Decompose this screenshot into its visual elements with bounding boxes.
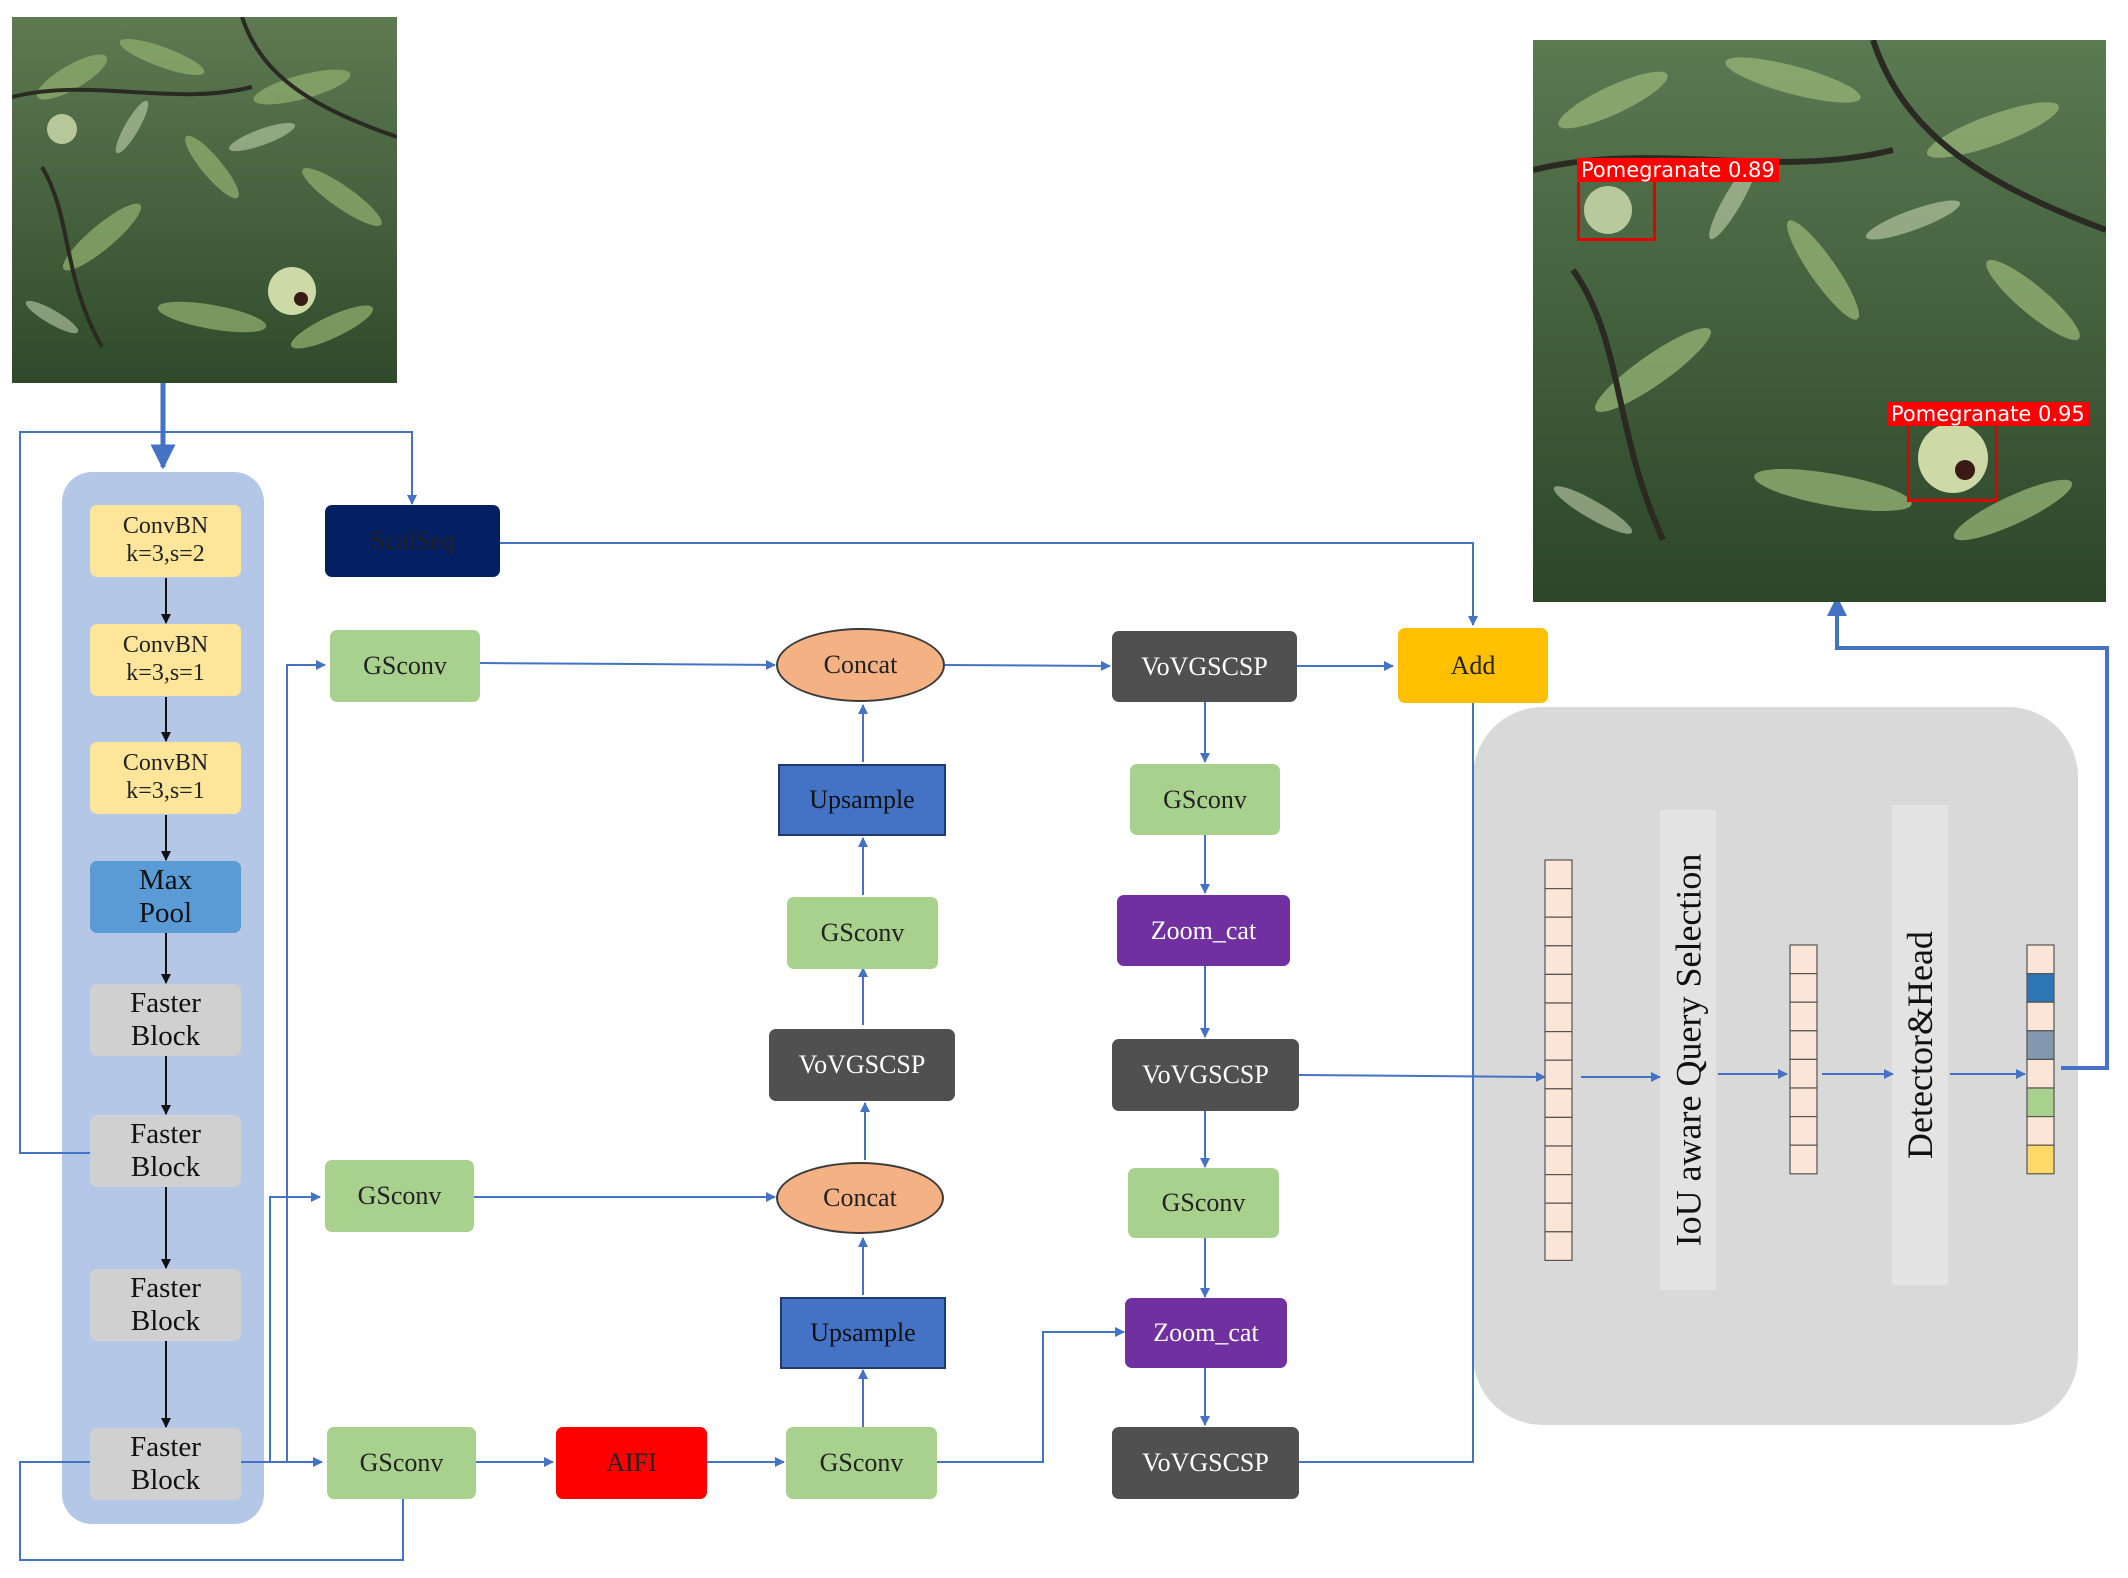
- vector-cell: [1544, 1231, 1573, 1262]
- faster-block-4: Faster Block: [90, 1428, 241, 1500]
- gsconv-mid: GSconv: [325, 1160, 474, 1232]
- vector-cell: [1544, 1202, 1573, 1233]
- vector-cell: [2026, 1001, 2055, 1032]
- gsconv-after-aifi: GSconv: [786, 1427, 937, 1499]
- upsample-top: Upsample: [778, 764, 946, 836]
- maxpool-block: Max Pool: [90, 861, 241, 933]
- gsconv-right-2: GSconv: [1128, 1168, 1279, 1238]
- gsconv-center: GSconv: [787, 897, 938, 969]
- add-down-line: [1299, 703, 1474, 1463]
- vector-cell: [2026, 944, 2055, 975]
- input-image: [12, 17, 397, 383]
- concat-top: Concat: [776, 628, 945, 702]
- faster-block-1: Faster Block: [90, 984, 241, 1056]
- gsconv-bottom: GSconv: [327, 1427, 476, 1499]
- vector-cell: [1544, 859, 1573, 890]
- detector-head-panel: [1892, 805, 1948, 1285]
- aifi-block: AIFI: [556, 1427, 707, 1499]
- zoomcat-bottom: Zoom_cat: [1125, 1298, 1287, 1368]
- gsconv-top: GSconv: [330, 630, 480, 702]
- vector-cell: [1544, 945, 1573, 975]
- scalseq-block: ScalSeq: [325, 505, 500, 577]
- vector-cell: [2026, 972, 2055, 1003]
- vector-cell: [1544, 1030, 1573, 1061]
- query-selection-label: IoU aware Query Selection: [1668, 853, 1708, 1247]
- vovgscsp-right-bottom: VoVGSCSP: [1112, 1427, 1299, 1499]
- vector-cell: [1789, 944, 1818, 975]
- detection-box-1: [1577, 178, 1656, 241]
- vector-cell: [1789, 1058, 1818, 1089]
- gsconv-right-1: GSconv: [1130, 764, 1280, 835]
- vector-cell: [2026, 1058, 2055, 1089]
- vovgscsp-right-top: VoVGSCSP: [1112, 631, 1297, 702]
- vovgscsp-center: VoVGSCSP: [769, 1029, 955, 1101]
- vector-cell: [1544, 1116, 1573, 1147]
- bottom-loop-line: [19, 1461, 404, 1561]
- detection-label-1: Pomegranate 0.89: [1577, 158, 1779, 182]
- output-detection-image: Pomegranate 0.89 Pomegranate 0.95: [1533, 40, 2106, 602]
- vector-cell: [1789, 1087, 1818, 1118]
- vector-cell: [2026, 1030, 2055, 1061]
- scalseq-to-add-line: [500, 542, 1478, 626]
- output-arrow: [1827, 596, 2109, 1070]
- selected-query-vector: [1789, 944, 1818, 1175]
- upsample-bottom: Upsample: [780, 1297, 946, 1369]
- vector-cell: [2026, 1115, 2055, 1146]
- vector-cell: [1544, 1145, 1573, 1176]
- vector-cell: [1544, 1088, 1573, 1119]
- prediction-output-vector: [2026, 944, 2055, 1175]
- convbn-block-1: ConvBN k=3,s=2: [90, 505, 241, 577]
- detector-head-label: Detector&Head: [1900, 931, 1941, 1159]
- convbn-block-2: ConvBN k=3,s=1: [90, 624, 241, 696]
- vector-cell: [1544, 1002, 1573, 1033]
- vector-cell: [2026, 1087, 2055, 1118]
- vector-cell: [1544, 1173, 1573, 1204]
- vector-cell: [1789, 972, 1818, 1003]
- query-selection-panel: [1660, 810, 1716, 1290]
- faster-block-2: Faster Block: [90, 1115, 241, 1187]
- vector-cell: [2026, 1144, 2055, 1175]
- convbn-block-3: ConvBN k=3,s=1: [90, 742, 241, 814]
- vector-cell: [1544, 887, 1573, 918]
- query-feature-vector: [1544, 859, 1573, 1262]
- vector-cell: [1789, 1030, 1818, 1061]
- vovgscsp-right-mid: VoVGSCSP: [1112, 1039, 1299, 1111]
- detection-box-2: [1907, 422, 1998, 502]
- add-block: Add: [1398, 628, 1548, 703]
- vector-cell: [1544, 916, 1573, 947]
- faster-block-3: Faster Block: [90, 1269, 241, 1341]
- vector-cell: [1789, 1115, 1818, 1146]
- zoomcat-top: Zoom_cat: [1117, 895, 1290, 966]
- concat-bottom: Concat: [776, 1162, 944, 1234]
- vector-cell: [1789, 1001, 1818, 1032]
- scalseq-skip-line: [19, 431, 417, 1154]
- detection-label-2: Pomegranate 0.95: [1887, 402, 2089, 426]
- vector-cell: [1544, 1059, 1573, 1090]
- vector-cell: [1789, 1144, 1818, 1175]
- vector-cell: [1544, 973, 1573, 1004]
